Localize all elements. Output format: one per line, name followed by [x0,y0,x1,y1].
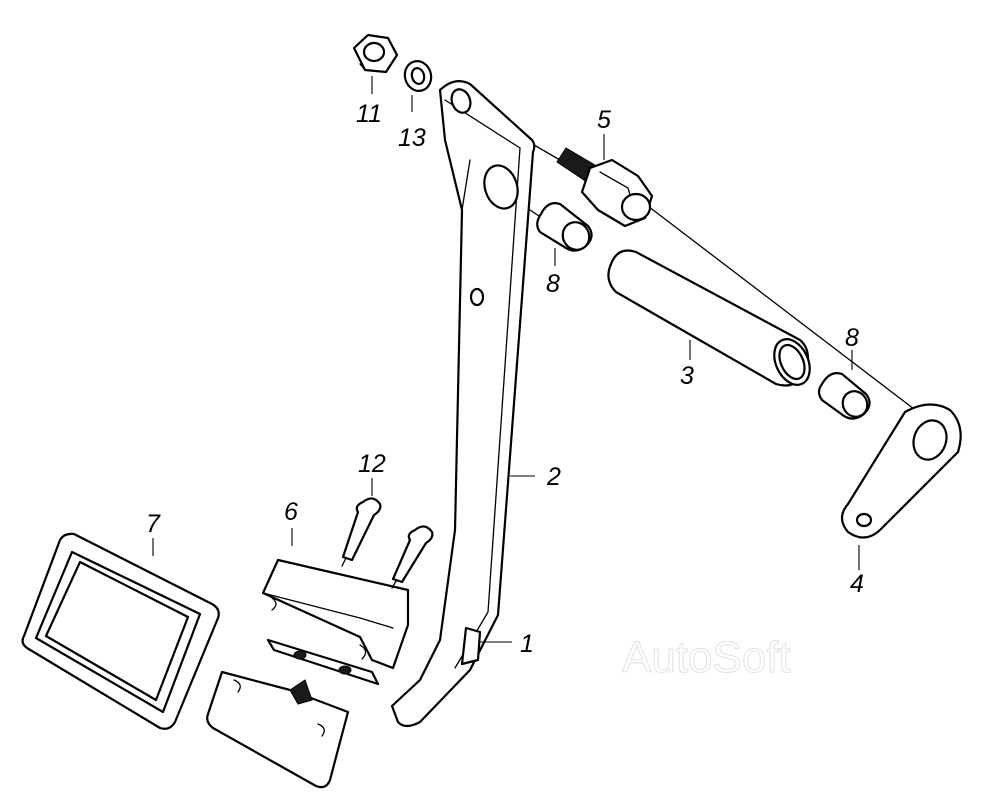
bolt [556,147,654,228]
pivot-tube [607,249,811,387]
callout-4: 4 [850,570,864,598]
pedal-lever [390,79,536,728]
assembly-axis [464,104,936,426]
callout-13: 13 [398,124,426,152]
callout-1: 1 [520,630,534,658]
callout-8-upper: 8 [546,270,560,298]
bushing-lower [817,372,871,420]
watermark: AutoSoft [622,633,791,682]
callout-12: 12 [358,450,386,478]
lever-arm [840,403,962,539]
rubber-pedal-pad [21,532,220,730]
callout-7: 7 [146,510,161,538]
nut [352,33,399,74]
bushing-upper [536,202,593,252]
callout-8-lower: 8 [845,324,859,352]
callout-2: 2 [546,463,561,491]
callouts: 11 13 5 8 3 8 4 2 12 6 7 1 [146,100,864,658]
pedal-pad-lower-plate [206,670,350,789]
pad-bracket [261,558,410,686]
leader-lines [152,76,860,643]
lock-washer [403,60,433,92]
callout-5: 5 [597,106,611,134]
callout-11: 11 [356,100,382,128]
callout-3: 3 [680,362,694,390]
callout-6: 6 [284,498,298,526]
rivets [341,497,434,589]
